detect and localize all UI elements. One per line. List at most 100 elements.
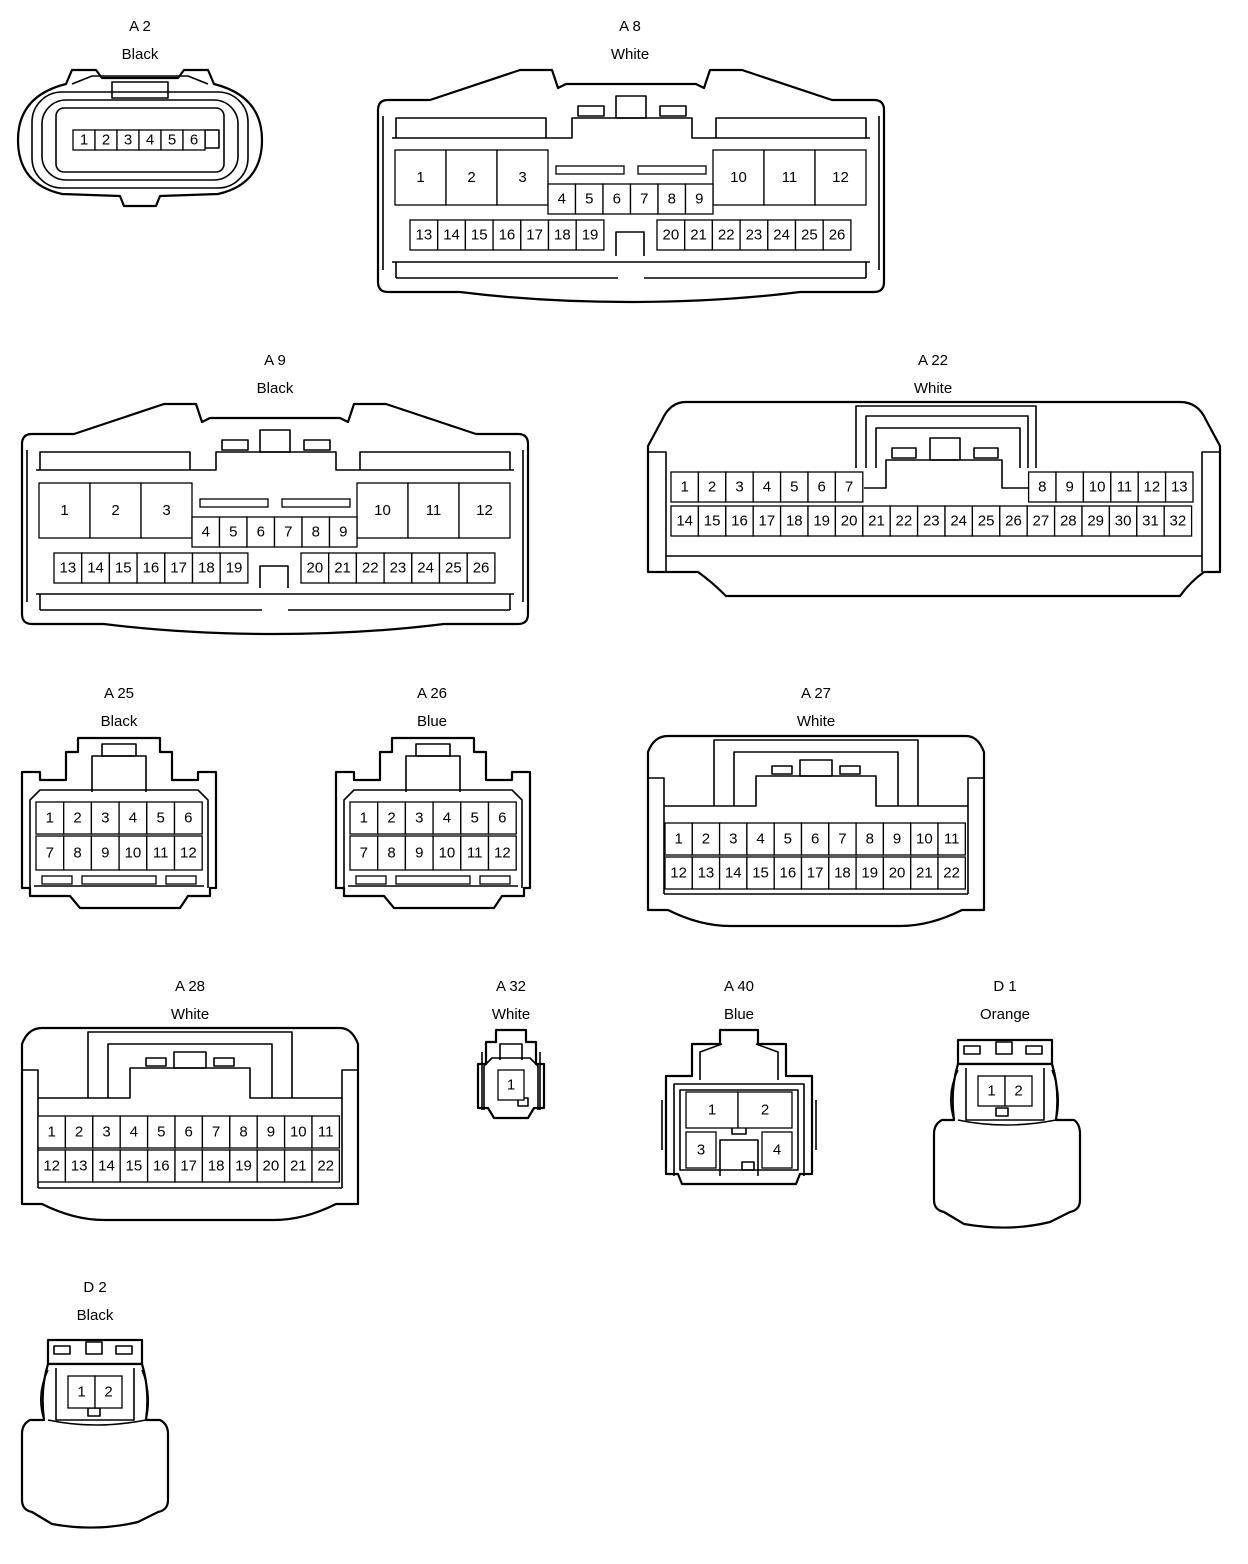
pin-cell: 18 [201,1149,231,1183]
pin-label: 15 [126,1158,143,1175]
pin-cell: 19 [855,856,885,890]
connector-d2: D 2 Black 1 2 [20,1279,170,1529]
pin-label: 1 [681,479,689,496]
pin-label: 9 [101,845,109,862]
pin-cell: 7 [834,471,864,503]
pin-label: 17 [170,560,187,577]
pin-label: 4 [130,1124,138,1141]
pin-label: 18 [198,560,215,577]
pin-cell: 2 [1004,1075,1033,1107]
pin-label: 22 [317,1158,334,1175]
pin-cell: 15 [464,219,494,251]
connector-d1-color: Orange [980,1006,1030,1023]
pin-label: 8 [387,845,395,862]
pin-label: 32 [1170,513,1187,530]
pin-cell: 21 [328,552,358,584]
pin-label: 21 [690,227,707,244]
pin-cell: 28 [1053,505,1083,537]
pin-label: 13 [60,560,77,577]
pin-label: 5 [470,810,478,827]
pin-label: 3 [415,810,423,827]
pin-cell: 13 [1164,471,1194,503]
pin-cell: 9 [328,516,358,548]
pin-cell: 13 [64,1149,94,1183]
pin-cell: 20 [256,1149,286,1183]
pin-cell: 10 [910,822,939,856]
pin-label: 4 [773,1142,781,1159]
pin-label: 19 [582,227,599,244]
pin-cell: 21 [862,505,891,537]
pin-cell: 11 [146,835,176,871]
connector-a27-code: A 27 [801,685,831,702]
pin-label: 20 [263,1158,280,1175]
pin-cell: 5 [460,801,490,835]
pin-cell: 1 [664,822,693,856]
pin-cell: 22 [311,1149,341,1183]
pin-label: 15 [752,865,769,882]
pin-label: 22 [896,513,913,530]
pin-cell: 11 [937,822,966,856]
pin-cell: 22 [937,856,966,890]
pin-cell: 3 [718,822,748,856]
pin-label: 21 [290,1158,307,1175]
pin-label: 5 [790,479,798,496]
pin-cell: 5 [773,822,803,856]
pin-cell: 2 [63,801,93,835]
pin-cell: 2 [697,471,727,503]
pin-cell: 6 [487,801,517,835]
pin-cell: 30 [1108,505,1138,537]
pin-label: 24 [950,513,967,530]
pin-label: 15 [115,560,132,577]
pin-label: 1 [77,1384,85,1401]
connector-a40-color: Blue [724,1006,754,1023]
connector-d1-code: D 1 [993,978,1016,995]
connector-a27-color: White [797,713,835,730]
pin-cell: 4 [138,129,162,151]
pin-label: 1 [674,831,682,848]
pin-cell: 16 [725,505,754,537]
pin-cell: 7 [828,822,857,856]
pin-label: 2 [702,831,710,848]
pin-cell: 12 [1137,471,1167,503]
pin-cell: 2 [377,801,407,835]
pin-label: 12 [180,845,197,862]
connector-a40-code: A 40 [724,978,754,995]
pin-cell: 22 [889,505,919,537]
pin-label: 1 [708,1102,716,1119]
pin-cell: 12 [37,1149,67,1183]
pin-label: 10 [730,169,747,186]
pin-label: 8 [312,524,320,541]
pin-cell: 20 [882,856,912,890]
pin-cell: 7 [201,1115,231,1149]
pin-cell: 1 [497,1069,525,1101]
pin-label: 14 [443,227,460,244]
pin-label: 6 [811,831,819,848]
pin-label: 9 [267,1124,275,1141]
pin-cell: 5 [160,129,184,151]
pin-cell: 14 [670,505,700,537]
pin-cell: 1 [349,801,379,835]
pin-cell: 19 [219,552,249,584]
pin-cell: 17 [520,219,550,251]
pin-label: 5 [157,1124,165,1141]
pin-label: 6 [184,810,192,827]
pin-label: 18 [554,227,571,244]
connector-a22-housing [646,400,1222,598]
pin-cell: 9 [882,822,912,856]
pin-label: 2 [75,1124,83,1141]
connector-a2-color: Black [122,46,159,63]
pin-label: 18 [786,513,803,530]
pin-cell: 15 [119,1149,149,1183]
pin-cell: 6 [602,183,632,215]
pin-cell: 3 [90,801,120,835]
pin-label: 11 [467,845,483,862]
connector-a26-color: Blue [417,713,447,730]
pin-cell: 7 [35,835,65,871]
pin-label: 12 [832,169,849,186]
pin-label: 7 [845,479,853,496]
pin-cell: 7 [629,183,659,215]
pin-label: 11 [944,831,960,848]
pin-label: 1 [80,132,88,149]
connector-a28-pins: 1 2 3 4 5 6 7 8 9 10 11 12 13 14 15 16 1… [37,1115,341,1183]
